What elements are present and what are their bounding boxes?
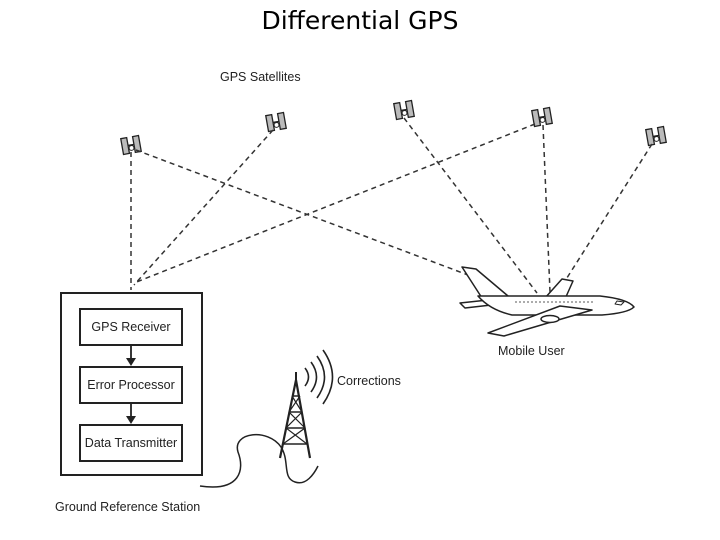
broadcast-waves-icon: [304, 349, 334, 405]
ray-sat5-plane: [557, 143, 653, 293]
satellites-label: GPS Satellites: [220, 70, 301, 84]
ray-sat4-plane: [542, 124, 551, 293]
error-processor-label: Error Processor: [87, 378, 175, 392]
satellite-icon-2: [264, 111, 288, 133]
data-transmitter-block: [79, 424, 183, 462]
satellite-icon-3: [392, 99, 416, 121]
mobile-user-label: Mobile User: [498, 344, 565, 358]
arrow-receiver-to-processor: [126, 345, 136, 366]
satellite-icon-5: [644, 125, 668, 147]
gps-receiver-label: GPS Receiver: [91, 320, 170, 334]
ray-sat1-plane: [135, 149, 469, 276]
ray-sat2-station: [133, 129, 274, 286]
corrections-label: Corrections: [337, 374, 401, 388]
error-processor-block: [79, 366, 183, 404]
ray-sat3-plane: [403, 117, 538, 294]
data-transmitter-label: Data Transmitter: [85, 436, 177, 450]
radio-tower-icon: [278, 372, 312, 459]
arrow-processor-to-transmitter: [126, 403, 136, 424]
ray-sat4-station: [133, 123, 536, 284]
ground-station-label: Ground Reference Station: [55, 500, 200, 514]
signal-rays: [130, 117, 653, 294]
slide-title: Differential GPS: [261, 6, 459, 35]
cable-line: [199, 433, 319, 488]
ground-reference-station: GPS Receiver Error Processor Data Transm…: [60, 292, 203, 476]
airplane-icon: [459, 266, 635, 337]
